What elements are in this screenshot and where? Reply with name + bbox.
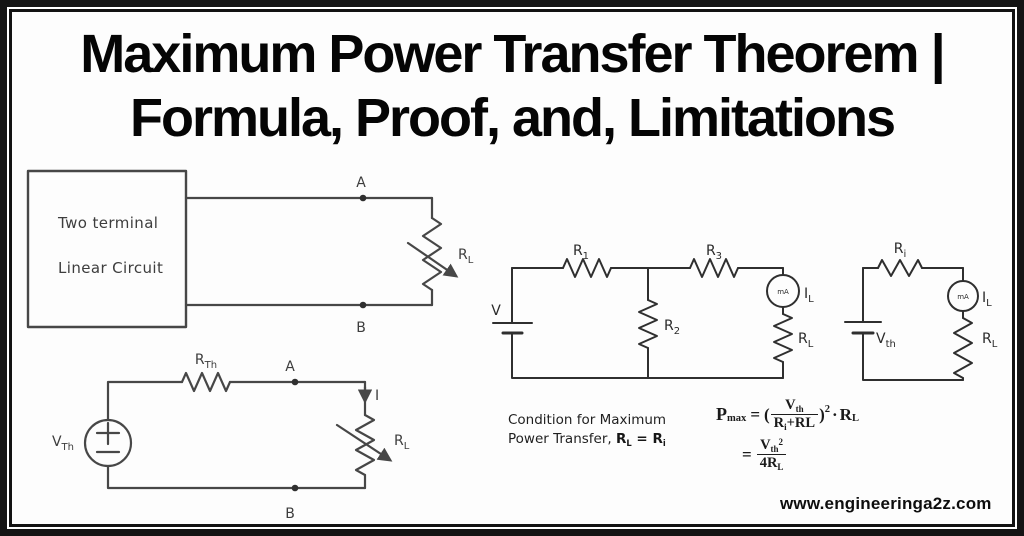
load-resistor: [773, 313, 793, 363]
fraction-1: Vth Ri+RL: [770, 397, 819, 432]
page-title: Maximum Power Transfer Theorem | Formula…: [13, 22, 1011, 150]
title-line-2: Formula, Proof, and, Limitations: [129, 88, 896, 148]
condition-line-1: Condition for Maximum: [508, 412, 667, 428]
formula-line-2: = Vth2 4RL: [738, 437, 859, 472]
vth-label: Vth: [876, 331, 896, 350]
ammeter-label: mA: [957, 293, 969, 301]
condition-line-2-prefix: Power Transfer,: [508, 431, 612, 447]
wire: [106, 464, 367, 490]
terminal-b-dot: [359, 301, 367, 309]
equivalent-circuit-wires: [844, 259, 979, 381]
watermark: www.engineeringa2z.com: [780, 494, 992, 513]
variable-arrow: [335, 423, 393, 462]
r3-resistor: [689, 258, 739, 278]
fraction-2: Vth2 4RL: [756, 437, 787, 472]
wire: [511, 332, 784, 379]
lparen: (: [764, 404, 770, 424]
thevenin-circuit-diagram: RTh VTh A B I RL: [52, 352, 410, 522]
source-circuit-wires: [26, 169, 459, 329]
box-label-line1: Two terminal: [57, 214, 158, 232]
source-label: V: [491, 303, 501, 319]
load-label: RL: [982, 331, 998, 350]
load-resistor: [421, 216, 443, 292]
network-circuit-wires: [492, 258, 800, 379]
current-label: IL: [982, 290, 992, 309]
load-label: RL: [798, 331, 814, 350]
current-label: I: [375, 388, 379, 404]
terminal-a-label: A: [356, 175, 366, 191]
terminal-a-dot: [359, 194, 367, 202]
terminal-a-label: A: [285, 359, 295, 375]
ammeter-label: mA: [777, 288, 789, 296]
terminal-b-dot: [291, 484, 299, 492]
terminal-b-label: B: [356, 320, 366, 336]
linear-circuit-box: [26, 169, 188, 329]
source-circuit-diagram: Two terminal Linear Circuit A B RL: [26, 169, 474, 336]
wire: [862, 332, 964, 381]
times-dot: ·: [832, 404, 838, 424]
equivalent-circuit-diagram: Ri Vth mA IL RL: [844, 241, 998, 381]
box-label-line2: Linear Circuit: [58, 259, 163, 277]
plus-sign: [95, 421, 121, 446]
variable-arrow: [406, 241, 459, 278]
title-line-1: Maximum Power Transfer Theorem |: [80, 24, 945, 84]
r1-label: R1: [573, 243, 589, 262]
condition-line-2: Power Transfer, RL = Ri: [508, 430, 666, 450]
p-symbol: P: [716, 404, 727, 425]
ri-resistor: [877, 259, 923, 277]
r1-resistor: [562, 258, 612, 278]
load-label: RL: [458, 247, 474, 266]
network-circuit-diagram: R1 R3 R2 V mA IL RL: [491, 243, 814, 379]
load-resistor: [953, 317, 973, 379]
rparen: ): [819, 404, 825, 424]
vth-label: VTh: [52, 434, 74, 453]
terminal-b-label: B: [285, 506, 295, 522]
condition-text: Condition for Maximum Power Transfer, RL…: [508, 411, 666, 450]
rth-resistor: [180, 371, 232, 393]
condition-equality: RL = Ri: [615, 431, 666, 448]
wire: [106, 380, 184, 422]
r2-resistor: [638, 299, 658, 349]
load-resistor: [354, 413, 376, 477]
current-label: IL: [804, 286, 814, 305]
r3-label: R3: [706, 243, 722, 262]
ri-label: Ri: [894, 241, 907, 260]
load-label: RL: [394, 433, 410, 452]
terminal-a-dot: [291, 378, 299, 386]
r2-label: R2: [664, 318, 680, 337]
rth-label: RTh: [195, 352, 217, 371]
thevenin-circuit-wires: [83, 371, 393, 490]
